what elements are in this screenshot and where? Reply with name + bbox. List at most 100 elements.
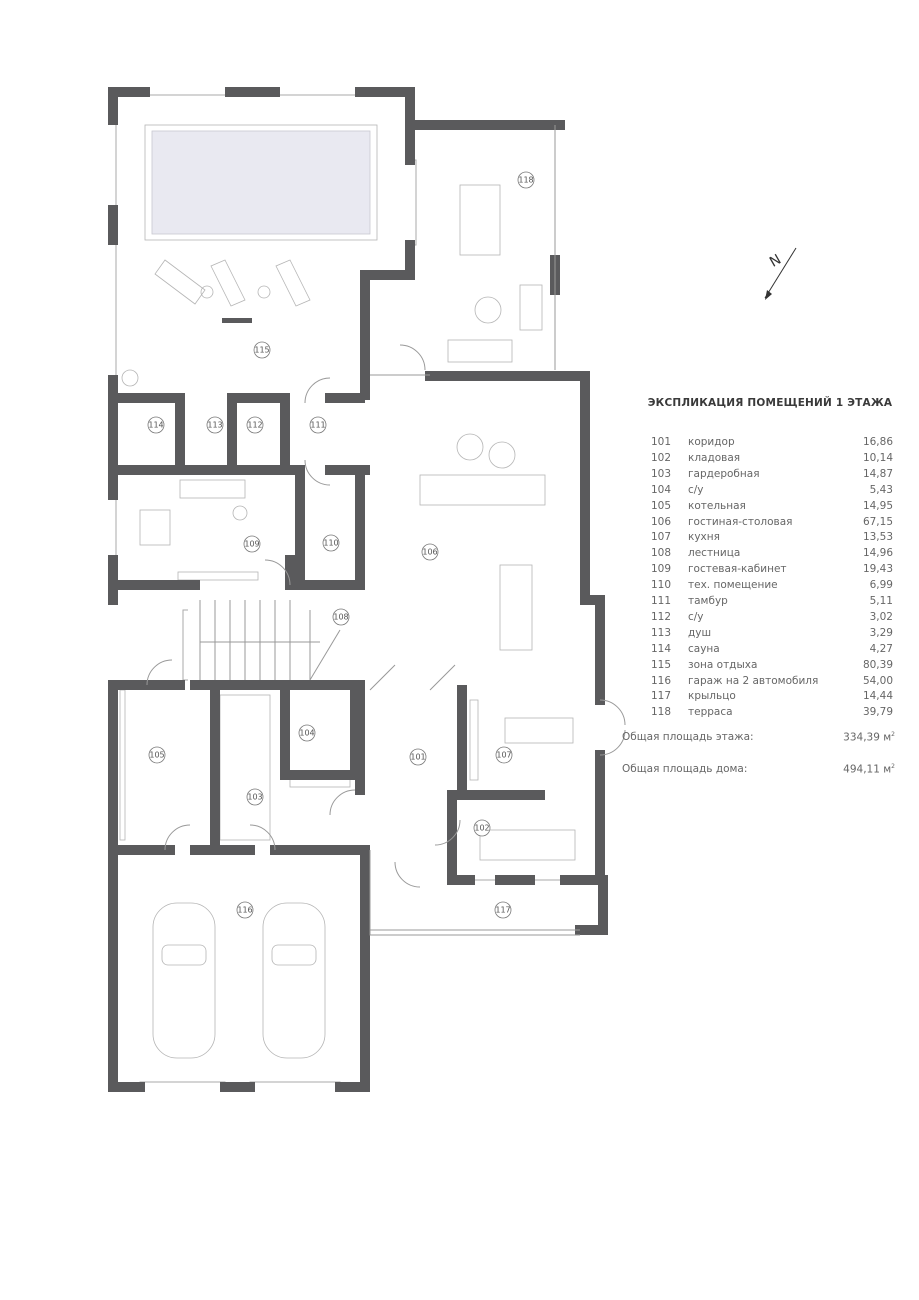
- room-label-108: 108: [332, 608, 350, 626]
- room-label-117: 117: [494, 901, 512, 919]
- room-area: 3,29: [869, 626, 893, 639]
- svg-text:118: 118: [518, 176, 533, 185]
- furniture: [119, 124, 576, 1059]
- schedule-row: 117 крыльцо 14,44: [651, 690, 893, 706]
- room-label-112: 112: [246, 416, 264, 434]
- room-name: гостевая-кабинет: [688, 563, 787, 576]
- svg-text:111: 111: [310, 421, 325, 430]
- schedule-title: ЭКСПЛИКАЦИЯ ПОМЕЩЕНИЙ 1 ЭТАЖА: [647, 397, 893, 409]
- room-label-102: 102: [473, 819, 491, 837]
- room-label-114: 114: [147, 416, 165, 434]
- schedule-row: 108 лестница 14,96: [651, 547, 893, 563]
- room-num: 116: [651, 674, 672, 687]
- room-area: 6,99: [869, 579, 893, 592]
- room-name: котельная: [688, 499, 746, 512]
- north-arrow-icon: N: [764, 247, 797, 300]
- room-num: 105: [651, 499, 672, 512]
- room-area: 5,43: [869, 483, 893, 496]
- room-num: 112: [651, 610, 672, 623]
- room-area: 54,00: [862, 674, 893, 687]
- room-name: крыльцо: [688, 690, 736, 703]
- room-name: тамбур: [688, 595, 728, 607]
- room-name: кладовая: [688, 451, 741, 464]
- room-label-106: 106: [421, 543, 439, 561]
- room-label-103: 103: [246, 788, 264, 806]
- room-num: 106: [651, 515, 672, 528]
- room-area: 80,39: [862, 658, 893, 671]
- schedule-row: 103 гардеробная 14,87: [651, 468, 893, 484]
- svg-text:116: 116: [237, 906, 252, 915]
- svg-text:109: 109: [244, 540, 259, 549]
- room-area: 16,86: [862, 436, 893, 448]
- schedule-row: 113 душ 3,29: [651, 627, 893, 643]
- svg-text:N: N: [767, 252, 784, 271]
- svg-text:108: 108: [333, 613, 348, 622]
- room-num: 115: [651, 658, 672, 671]
- room-num: 107: [651, 531, 672, 544]
- svg-text:117: 117: [495, 906, 510, 915]
- room-labels: 101 102 103 104 105 106 107 108 109 110 …: [147, 171, 535, 919]
- svg-text:101: 101: [410, 753, 425, 762]
- room-name: коридор: [688, 436, 735, 448]
- room-area: 14,87: [862, 467, 893, 480]
- room-num: 111: [651, 595, 672, 607]
- room-num: 104: [651, 483, 672, 496]
- room-name: сауна: [688, 642, 720, 655]
- room-label-107: 107: [495, 746, 513, 764]
- room-area: 19,43: [862, 563, 893, 576]
- room-label-110: 110: [322, 534, 340, 552]
- room-num: 103: [651, 467, 672, 480]
- room-label-111: 111: [309, 416, 327, 434]
- room-label-116: 116: [236, 901, 254, 919]
- room-label-115: 115: [253, 341, 271, 359]
- room-area: 14,44: [862, 690, 893, 703]
- room-num: 118: [651, 706, 672, 719]
- schedule-row: 118 терраса 39,79: [651, 706, 893, 722]
- room-area: 10,14: [862, 451, 893, 464]
- svg-text:113: 113: [207, 421, 222, 430]
- room-label-105: 105: [148, 746, 166, 764]
- room-name: с/у: [688, 610, 704, 623]
- room-area: 14,96: [862, 547, 893, 560]
- walls: [108, 87, 608, 1092]
- room-name: терраса: [688, 706, 733, 719]
- room-num: 113: [651, 626, 672, 639]
- svg-text:105: 105: [149, 751, 164, 760]
- room-label-118: 118: [517, 171, 535, 189]
- room-area: 5,11: [869, 595, 893, 607]
- room-name: душ: [688, 626, 712, 639]
- pool: [151, 130, 371, 235]
- svg-text:110: 110: [323, 539, 338, 548]
- house-total: Общая площадь дома: 494,11 м2: [622, 763, 895, 776]
- room-label-113: 113: [206, 416, 224, 434]
- room-area: 39,79: [862, 706, 893, 719]
- room-num: 102: [651, 451, 672, 464]
- svg-text:106: 106: [422, 548, 437, 557]
- room-num: 108: [651, 547, 672, 560]
- schedule-row: 111 тамбур 5,11: [651, 595, 893, 611]
- svg-text:112: 112: [247, 421, 262, 430]
- room-label-109: 109: [243, 535, 261, 553]
- room-num: 110: [651, 579, 672, 592]
- svg-text:107: 107: [496, 751, 511, 760]
- room-label-101: 101: [409, 748, 427, 766]
- room-area: 4,27: [869, 642, 893, 655]
- room-area: 13,53: [862, 531, 893, 544]
- svg-text:115: 115: [254, 346, 269, 355]
- room-name: гардеробная: [688, 467, 760, 480]
- svg-text:104: 104: [299, 729, 314, 738]
- room-num: 117: [651, 690, 672, 703]
- room-label-104: 104: [298, 724, 316, 742]
- room-name: лестница: [688, 547, 741, 560]
